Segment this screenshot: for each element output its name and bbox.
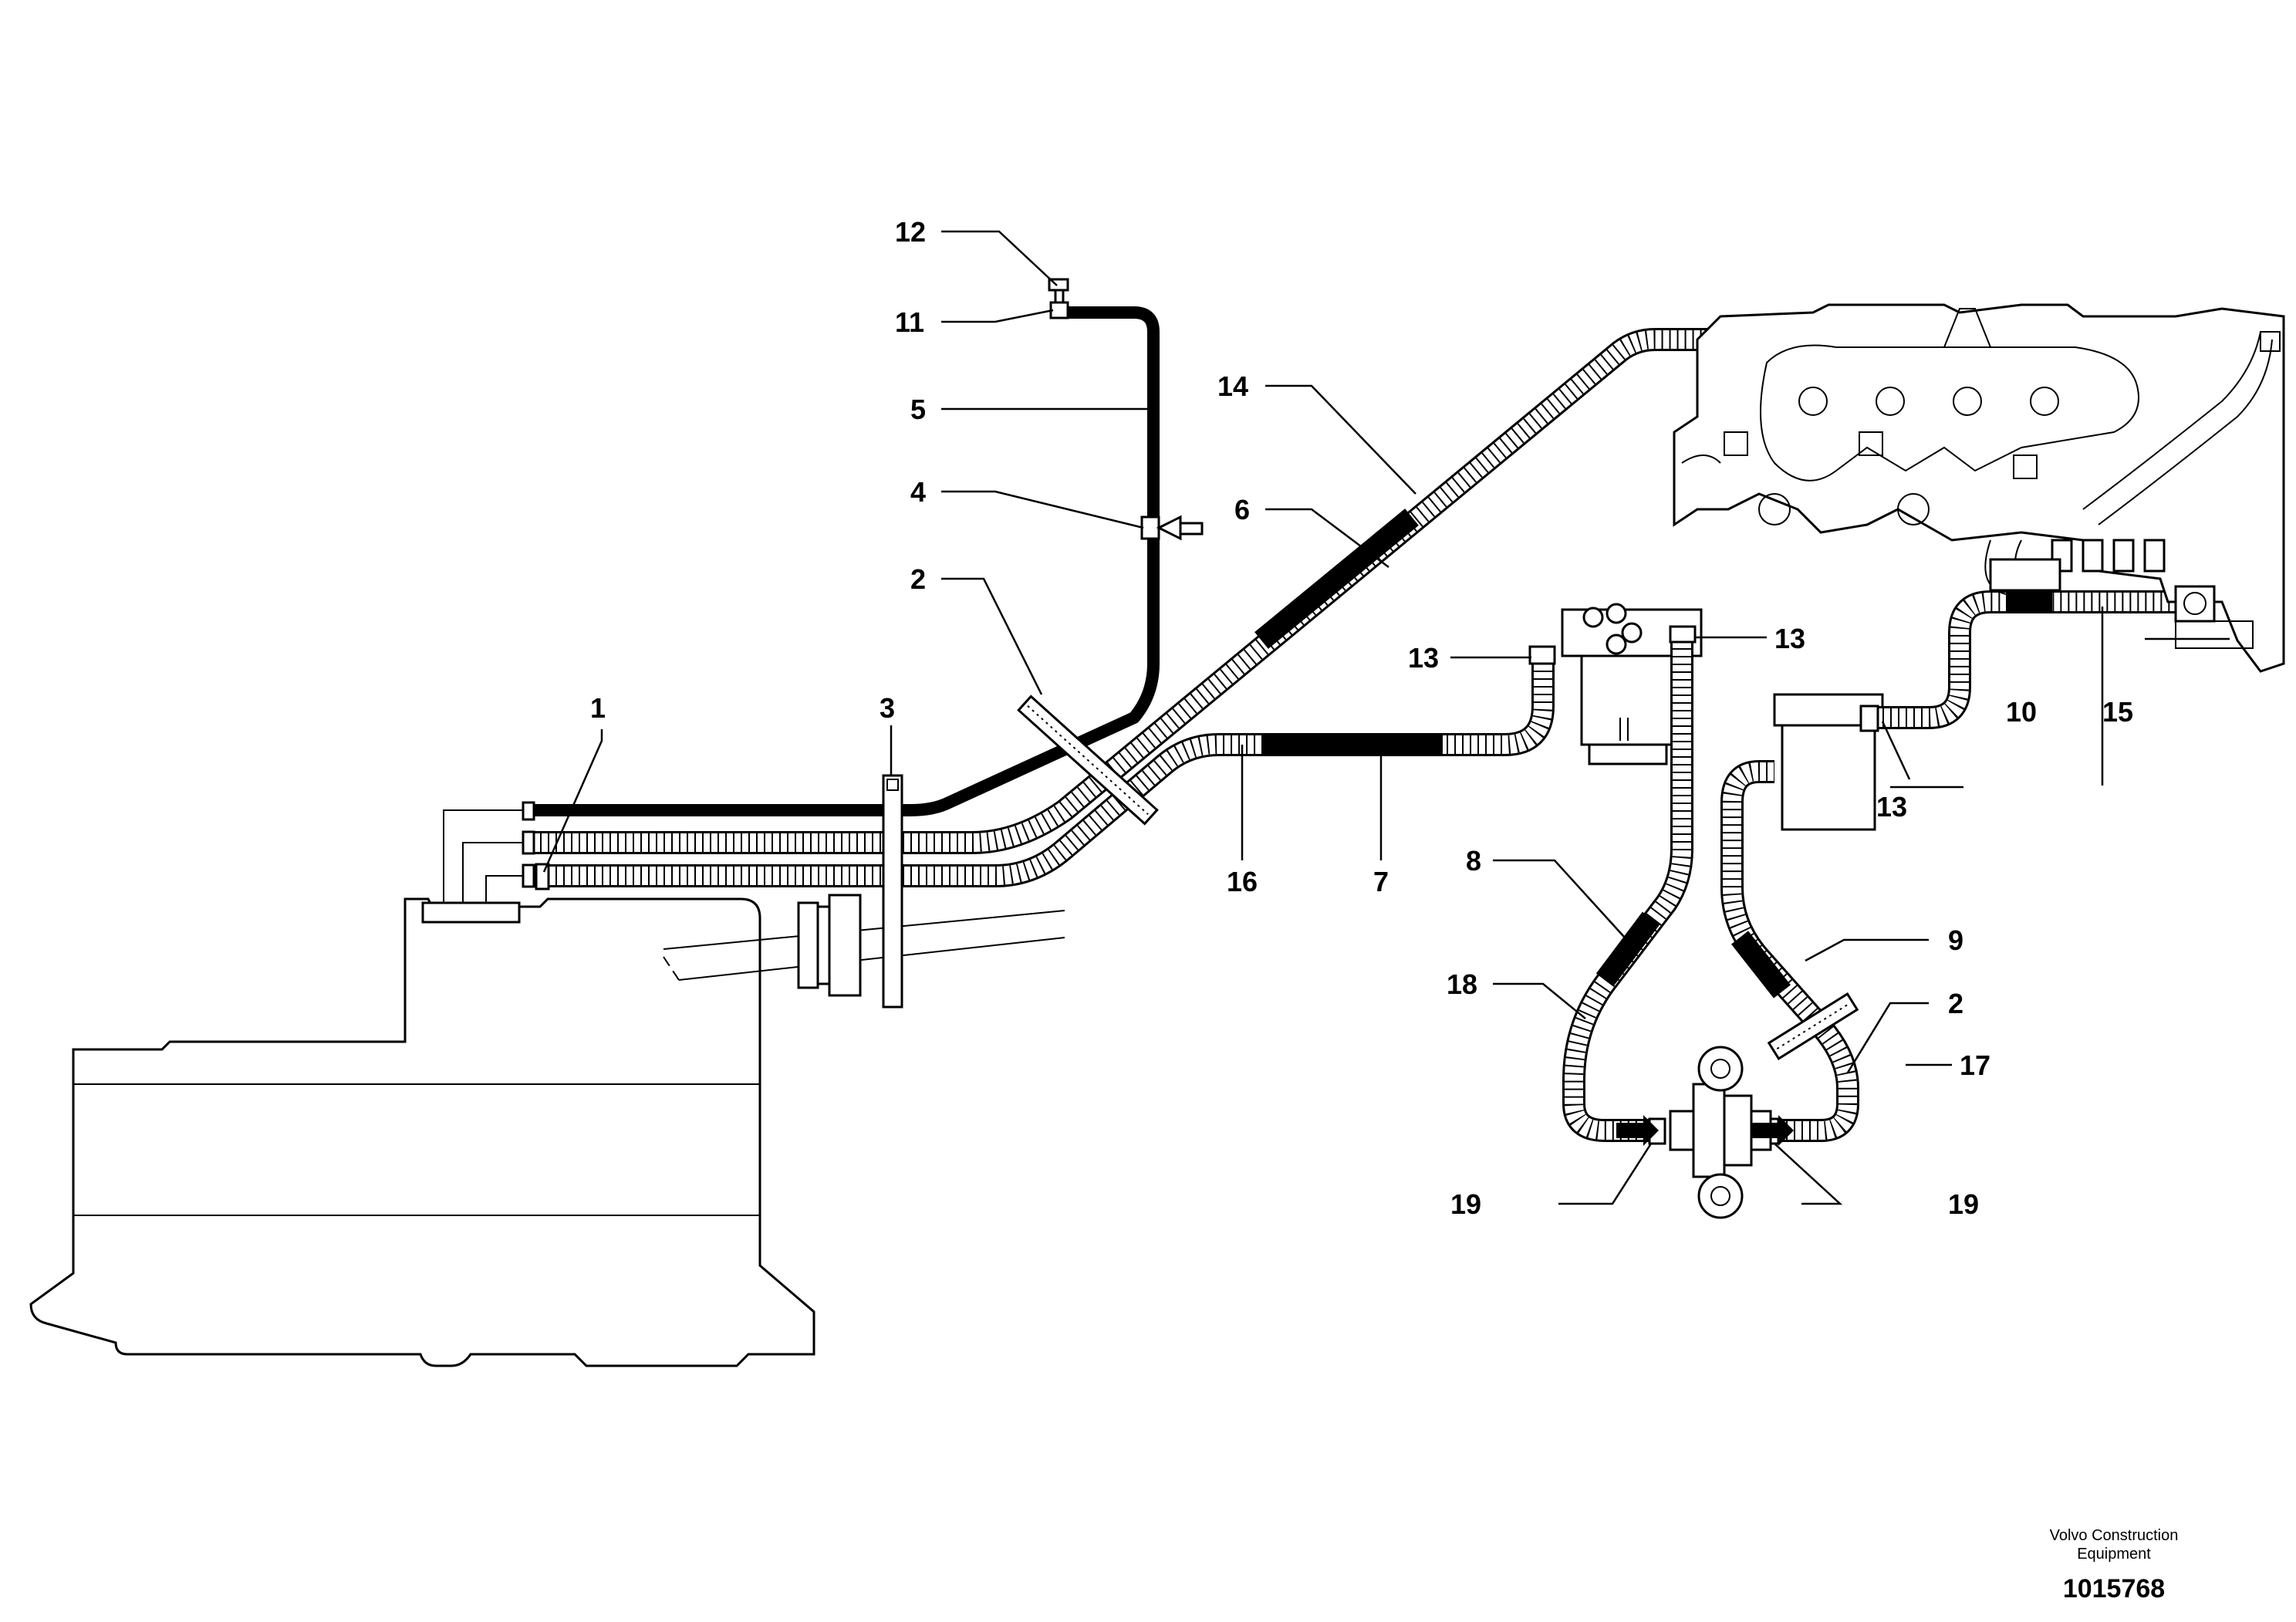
hose-8-18 xyxy=(1562,625,1697,1145)
callout-16: 16 xyxy=(1227,866,1258,897)
clamp-2-lower xyxy=(1767,992,1859,1061)
callout-7: 7 xyxy=(1373,866,1389,897)
callout-10: 10 xyxy=(2006,696,2037,728)
callout-3: 3 xyxy=(880,692,895,724)
publisher-line-1: Volvo Construction xyxy=(2049,1527,2179,1544)
callout-18: 18 xyxy=(1447,968,1477,1000)
callout-11: 11 xyxy=(895,306,924,338)
callout-2-lower: 2 xyxy=(1948,988,1963,1019)
callout-4: 4 xyxy=(910,476,926,508)
callout-9: 9 xyxy=(1948,924,1963,956)
callout-15: 15 xyxy=(2102,696,2133,728)
hose-5-vent xyxy=(525,306,1160,816)
callout-13-center-right: 13 xyxy=(1774,623,1805,654)
separator-bowl xyxy=(1773,693,1884,831)
callout-labels: 12 11 5 4 2 3 1 14 6 16 7 13 13 8 18 19 … xyxy=(590,216,2133,1220)
fitting-11-12 xyxy=(1048,278,1069,319)
callout-1: 1 xyxy=(590,692,606,724)
callout-12: 12 xyxy=(895,216,926,248)
drawing-number: 1015768 xyxy=(2062,1574,2166,1603)
callout-5: 5 xyxy=(910,394,926,425)
hose-14-6 xyxy=(525,328,1744,854)
clamp-2-upper xyxy=(1017,694,1159,826)
callout-14: 14 xyxy=(1217,370,1248,402)
callout-8: 8 xyxy=(1466,845,1481,877)
tank-pipe-stubs xyxy=(443,809,525,903)
clip-4 xyxy=(1140,515,1204,541)
hose-10-15 xyxy=(1859,590,2176,732)
hose-16-7 xyxy=(525,664,1555,887)
hose-9-17 xyxy=(1720,760,1859,1145)
publisher-line-2: Equipment xyxy=(2077,1546,2151,1563)
callout-2-upper: 2 xyxy=(910,563,926,595)
leader-lines xyxy=(542,230,2230,1205)
fuel-tank xyxy=(29,897,815,1367)
clamp-3 xyxy=(882,774,903,1009)
callout-13-center-left: 13 xyxy=(1408,642,1439,674)
frame-tube xyxy=(663,894,1065,997)
callout-19-right: 19 xyxy=(1948,1188,1979,1220)
callout-17: 17 xyxy=(1960,1049,1990,1081)
callout-13-right: 13 xyxy=(1876,791,1907,823)
fuel-pump xyxy=(1616,1046,1794,1219)
callout-6: 6 xyxy=(1234,494,1250,525)
publisher-label: Volvo Construction Equipment xyxy=(1998,1526,2230,1563)
engine xyxy=(1673,303,2285,673)
fitting-1-upper xyxy=(522,830,535,855)
callout-19-left: 19 xyxy=(1450,1188,1481,1220)
